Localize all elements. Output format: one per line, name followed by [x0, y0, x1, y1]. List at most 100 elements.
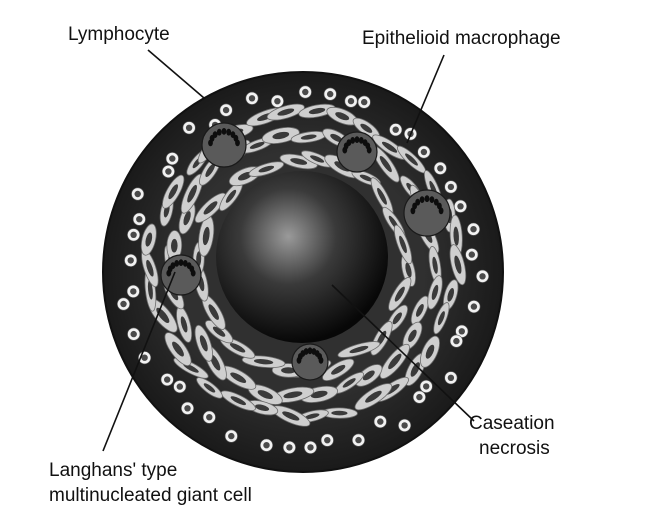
giant-cell-nucleus	[412, 202, 417, 210]
macrophage-nucleus	[335, 112, 350, 121]
lymphocyte-nucleus	[134, 190, 141, 198]
macrophage-nucleus	[310, 390, 328, 399]
lymphocyte-nucleus	[392, 126, 399, 133]
giant-cell-nucleus	[424, 195, 430, 203]
giant-cell-nucleus	[358, 137, 364, 144]
macrophage-nucleus	[454, 255, 462, 274]
lymphocyte-nucleus	[457, 203, 464, 210]
macrophage-nucleus	[283, 391, 303, 399]
lymphocyte-nucleus	[185, 124, 193, 131]
macrophage-nucleus	[408, 329, 417, 342]
macrophage-nucleus	[183, 211, 191, 226]
macrophage-nucleus	[255, 404, 270, 411]
lymphocyte-nucleus	[176, 383, 183, 390]
macrophage-nucleus	[258, 165, 275, 173]
macrophage-nucleus	[203, 201, 218, 215]
label-caseation-line2: necrosis	[479, 438, 550, 459]
giant-cell-nucleus	[429, 196, 435, 204]
macrophage-nucleus	[416, 303, 424, 317]
leader-caseation	[331, 284, 475, 422]
lymphocyte-nucleus	[120, 300, 127, 308]
macrophage-nucleus	[272, 131, 290, 140]
macrophage-nucleus	[208, 304, 219, 320]
macrophage-nucleus	[394, 286, 405, 302]
lymphocyte-nucleus	[184, 405, 191, 412]
macrophage-nucleus	[277, 108, 295, 116]
lymphocyte-nucleus	[228, 432, 235, 440]
macrophage-nucleus	[382, 141, 398, 153]
lymphocyte-nucleus	[136, 216, 143, 223]
lymphocyte-nucleus	[420, 148, 428, 156]
lymphocyte-nucleus	[248, 95, 256, 102]
giant-cell-nucleus	[182, 260, 188, 267]
giant-cell-nucleus	[354, 136, 360, 144]
giant-cell-nucleus	[303, 348, 309, 355]
lymphocyte-nucleus	[423, 383, 430, 390]
lymphocyte-nucleus	[286, 444, 293, 451]
label-langhans-line1: Langhans' type	[49, 460, 177, 481]
lymphocyte-nucleus	[458, 328, 465, 335]
macrophage-nucleus	[392, 312, 402, 325]
lymphocyte-nucleus	[324, 437, 331, 444]
leader-langhans	[102, 271, 176, 452]
macrophage-nucleus	[377, 187, 387, 205]
macrophage-nucleus	[168, 184, 179, 200]
macrophage-nucleus	[147, 280, 153, 300]
lymphocyte-nucleus	[479, 273, 486, 280]
macrophage-nucleus	[405, 153, 418, 166]
lymphocyte-nucleus	[447, 374, 455, 381]
macrophage-nucleus	[362, 370, 375, 381]
giant-cell-nucleus	[226, 128, 232, 136]
lymphocyte-nucleus	[130, 288, 137, 295]
giant-cell-nucleus	[190, 269, 196, 277]
lymphocyte-nucleus	[453, 337, 460, 345]
lymphocyte-nucleus	[468, 251, 475, 258]
macrophage-nucleus	[405, 262, 412, 278]
macrophage-nucleus	[425, 344, 435, 359]
macrophage-nucleus	[282, 411, 300, 421]
macrophage-nucleus	[187, 184, 197, 203]
giant-cell-nucleus	[438, 207, 444, 215]
giant-cell-nucleus	[174, 260, 180, 267]
macrophage-nucleus	[145, 232, 153, 247]
macrophage-nucleus	[330, 133, 343, 143]
giant-cell-nucleus	[307, 347, 313, 355]
giant-cell-nucleus	[350, 137, 356, 144]
macrophage-nucleus	[230, 396, 246, 406]
macrophage-nucleus	[310, 155, 325, 163]
lymphocyte-nucleus	[165, 168, 172, 175]
label-langhans-line2: multinucleated giant cell	[49, 485, 252, 506]
macrophage-nucleus	[349, 345, 369, 354]
lymphocyte-nucleus	[141, 354, 148, 361]
macrophage-nucleus	[210, 354, 221, 371]
macrophage-nucleus	[360, 123, 373, 133]
lymphocyte-nucleus	[470, 303, 478, 310]
giant-cell-nucleus	[433, 198, 439, 206]
lymphocyte-nucleus	[327, 90, 334, 98]
cell-layer	[117, 85, 489, 454]
lymphocyte-nucleus	[302, 88, 309, 96]
macrophage-nucleus	[225, 189, 237, 203]
label-lymphocyte: Lymphocyte	[68, 24, 170, 45]
macrophage-nucleus	[281, 367, 296, 374]
macrophage-nucleus	[399, 235, 407, 254]
leader-lymphocyte	[147, 49, 205, 99]
label-caseation-line1: Caseation	[469, 413, 555, 434]
giant-cell-nucleus	[235, 139, 240, 147]
macrophage-nucleus	[308, 107, 326, 115]
label-epithelioid-macrophage: Epithelioid macrophage	[362, 28, 561, 49]
macrophage-nucleus	[365, 390, 382, 403]
macrophage-nucleus	[410, 362, 420, 377]
lymphocyte-nucleus	[206, 414, 213, 421]
macrophage-nucleus	[170, 238, 178, 253]
lymphocyte-nucleus	[169, 155, 176, 162]
caseation-necrosis-core	[216, 171, 388, 343]
lymphocyte-nucleus	[355, 436, 362, 444]
lymphocyte-nucleus	[130, 231, 137, 238]
lymphocyte-nucleus	[164, 376, 171, 383]
macrophage-nucleus	[388, 353, 402, 370]
macrophage-nucleus	[180, 316, 188, 333]
lymphocyte-nucleus	[130, 330, 137, 338]
